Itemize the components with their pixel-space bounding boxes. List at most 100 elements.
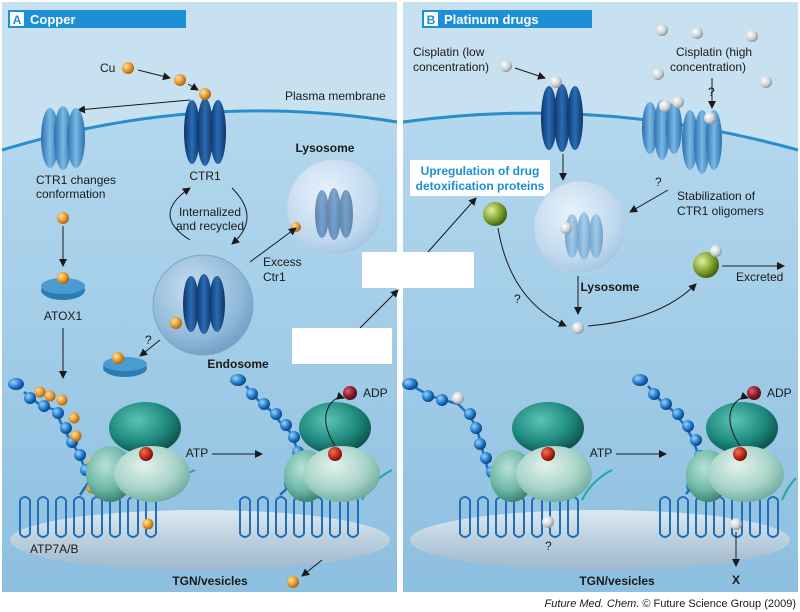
cisplatin-molecule: [672, 96, 684, 108]
arrow-cu-exit: [301, 559, 323, 577]
arrow-pt-to-excretion: [587, 283, 697, 327]
lysosome-b-label: Lysosome: [581, 280, 640, 294]
cisplatin-molecule: [746, 30, 758, 42]
footer-journal: Future Med. Chem.: [545, 598, 640, 610]
footer-copyright: © Future Science Group (2009): [642, 598, 796, 610]
footer-credit: Future Med. Chem. © Future Science Group…: [545, 598, 796, 610]
copper-ion: [174, 74, 186, 86]
arrow-detox-to-pt: [497, 227, 567, 327]
arrow-cu-to-ctr1: [187, 82, 199, 91]
copper-ion: [122, 62, 134, 74]
ctr1-in-lysosome-b: [565, 212, 603, 260]
ctr1-changes-label: CTR1 changes: [36, 173, 116, 187]
upregulation-line2: detoxification proteins: [416, 179, 545, 193]
cisplatin-molecule: [710, 245, 722, 257]
adp-label-a: ADP: [363, 386, 388, 400]
cisplatin-molecule: [560, 222, 572, 234]
question-mark: ?: [545, 539, 552, 553]
cisplatin-molecule: [572, 322, 584, 334]
detox-protein: [483, 202, 507, 226]
atp7-complex-left-b: [402, 378, 613, 538]
adp-molecule-a: [343, 386, 357, 400]
atox1-protein-top: [41, 278, 85, 294]
cisplatin-molecule: [760, 76, 772, 88]
conformation-label: conformation: [36, 187, 105, 201]
atox1-label: ATOX1: [44, 309, 83, 323]
cisplatin-molecule: [659, 100, 671, 112]
question-mark: ?: [514, 292, 521, 306]
cisplatin-molecule: [704, 112, 716, 124]
lysosome-a-label: Lysosome: [296, 141, 355, 155]
copper-ion: [57, 272, 69, 284]
cisplatin-high-line1: Cisplatin (high: [676, 45, 752, 59]
cisplatin-molecule: [691, 27, 703, 39]
excess-label: Excess: [263, 255, 302, 269]
copper-ion: [57, 212, 69, 224]
cu-label: Cu: [100, 61, 115, 75]
atp-label-b: ATP: [590, 446, 612, 460]
ctr1-channel-membrane: [184, 98, 226, 166]
arrow-atpase-to-intracellular: [359, 289, 399, 329]
arrow-oligomers-to-lysosome: [629, 189, 669, 213]
atp-label-a: ATP: [186, 446, 208, 460]
stabilization-line2: CTR1 oligomers: [677, 204, 764, 218]
atp7ab-label: ATP7A/B: [30, 542, 78, 556]
ctr1-oligomers: [642, 100, 722, 174]
endosome-label: Endosome: [207, 357, 269, 371]
ctr1-small-label: Ctr1: [263, 270, 286, 284]
box-upregulation: [410, 160, 550, 196]
ctr1-in-lysosome-a: [315, 188, 353, 240]
internalized-label: Internalized: [179, 205, 241, 219]
recycle-arrow-up: [169, 187, 191, 241]
panel-b-header-bar: [422, 10, 592, 28]
ctr1-changed-conformation: [41, 106, 85, 170]
arrow-endosome-to-lysosome: [249, 227, 297, 263]
question-mark: ?: [145, 333, 152, 347]
copper-ion: [170, 317, 182, 329]
atp7-complex-right-b: [632, 374, 797, 538]
recycle-arrow-down: [231, 187, 248, 245]
tgn-label-b: TGN/vesicles: [579, 574, 655, 588]
arrow-ctr1-to-changed: [77, 99, 191, 114]
box-change-cu-atpase: [292, 328, 392, 364]
copper-ion: [199, 88, 211, 100]
panel-b-title: Platinum drugs: [444, 12, 539, 27]
panel-b-letter: B: [427, 13, 436, 27]
box-changes-intracellular-cu: [362, 252, 474, 288]
adp-release-arrow-a: [325, 391, 345, 447]
adp-release-arrow-b: [729, 391, 749, 447]
cisplatin-low-line1: Cisplatin (low: [413, 45, 485, 59]
cisplatin-molecule: [500, 60, 512, 72]
copper-ion: [112, 352, 124, 364]
ctr1-channel-b: [541, 84, 583, 152]
copper-ion: [287, 576, 299, 588]
stabilization-line1: Stabilization of: [677, 189, 756, 203]
panel-a-letter: A: [13, 13, 22, 27]
excreted-label: Excreted: [736, 270, 783, 284]
adp-molecule-b: [747, 386, 761, 400]
detox-protein-bound: [693, 252, 719, 278]
cisplatin-high-line2: concentration): [670, 60, 746, 74]
atp7-complex-left: [8, 378, 196, 538]
upregulation-line1: Upregulation of drug: [421, 164, 540, 178]
and-recycled-label: and recycled: [176, 219, 244, 233]
ctr1-in-endosome: [183, 274, 225, 334]
panel-a-header-bar: [8, 10, 186, 28]
cisplatin-molecule: [656, 24, 668, 36]
cisplatin-low-line2: concentration): [413, 60, 489, 74]
panel-b-plasma-membrane: [402, 111, 799, 152]
arrow-intracellular-to-upregulation: [427, 197, 477, 253]
adp-label-b: ADP: [767, 386, 792, 400]
atp7-complex-right-a: [230, 374, 393, 538]
chaperone-protein-top: [103, 357, 147, 371]
panel-a-letter-box: [10, 12, 24, 26]
tgn-label-a: TGN/vesicles: [172, 574, 248, 588]
cisplatin-molecule: [652, 68, 664, 80]
arrow-cu-to-cu: [137, 69, 171, 81]
panel-b-letter-box: [424, 12, 438, 26]
arrow-cisplatin-low: [514, 67, 546, 80]
question-mark: ?: [655, 175, 662, 189]
cisplatin-molecule: [550, 76, 562, 88]
x-label: X: [732, 573, 740, 587]
plasma-membrane-label: Plasma membrane: [285, 89, 386, 103]
